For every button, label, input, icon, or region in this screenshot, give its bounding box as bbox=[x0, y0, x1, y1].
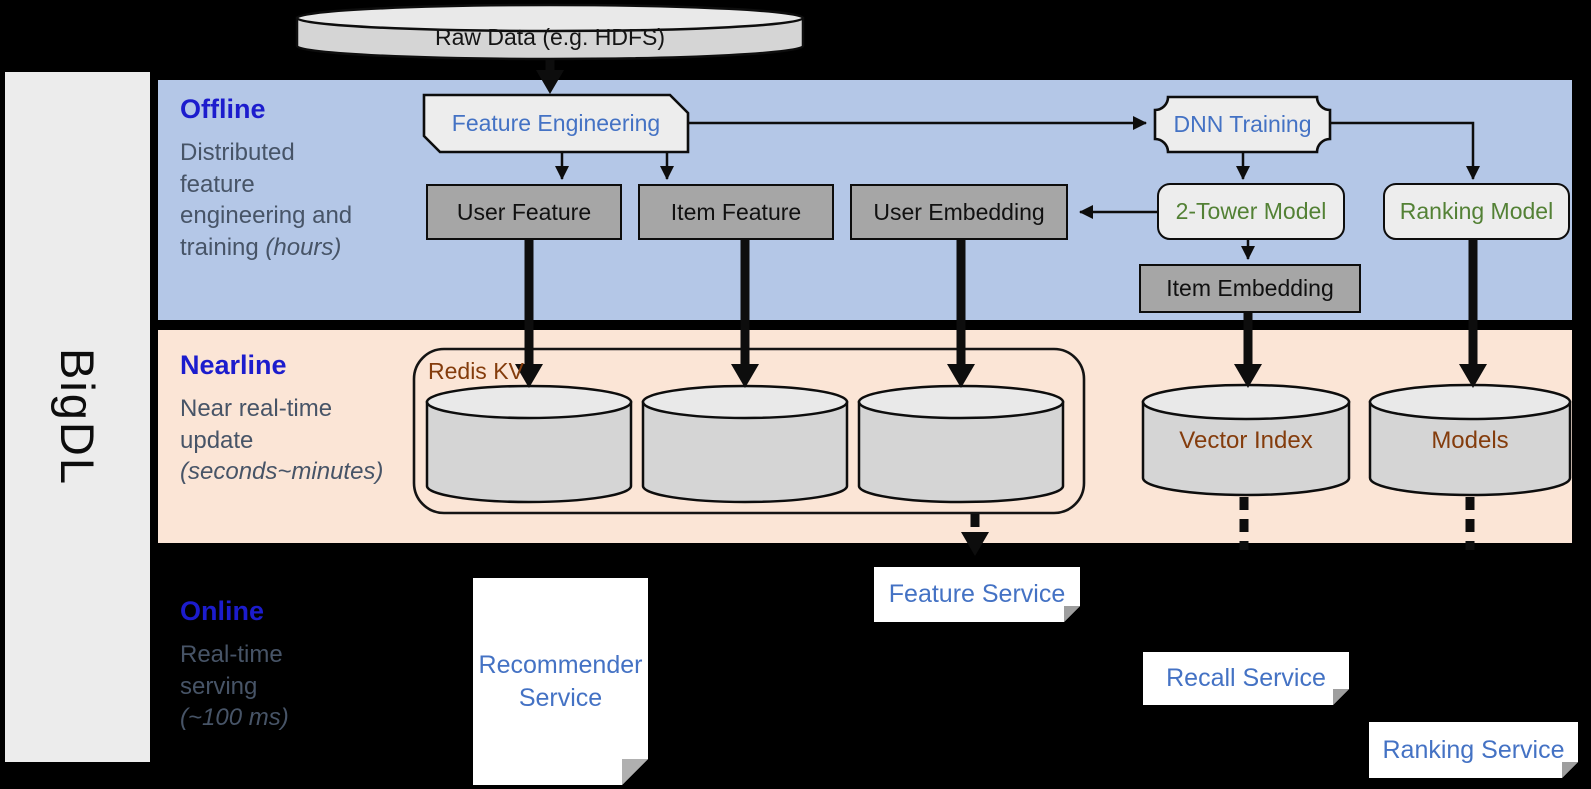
vector-index-cylinder bbox=[1141, 383, 1351, 497]
recall-service-box: Recall Service bbox=[1143, 652, 1349, 705]
bigdl-brand-bar: BigDL bbox=[5, 72, 150, 762]
dnn-training-node: DNN Training bbox=[1173, 111, 1312, 137]
nearline-description: Near real-time update (seconds~minutes) bbox=[180, 395, 384, 486]
user-embedding-node: User Embedding bbox=[850, 184, 1068, 240]
nearline-section-label: Nearline Near real-time update (seconds~… bbox=[180, 350, 390, 488]
item-feature-node: Item Feature bbox=[638, 184, 834, 240]
redis-kv-label: Redis KV bbox=[428, 357, 524, 384]
ranking-service-fold-wrap bbox=[1369, 722, 1578, 778]
offline-description: Distributed feature engineering and trai… bbox=[180, 139, 353, 262]
offline-section-label: Offline Distributed feature engineering … bbox=[180, 94, 370, 264]
user-feature-node: User Feature bbox=[426, 184, 622, 240]
ranking-model-node: Ranking Model bbox=[1383, 183, 1570, 240]
online-description: Real-time serving (~100 ms) bbox=[180, 641, 289, 732]
item-embedding-node: Item Embedding bbox=[1139, 264, 1361, 313]
redis-cylinder-3 bbox=[857, 384, 1065, 504]
nearline-title: Nearline bbox=[180, 350, 287, 380]
folded-corner-icon bbox=[622, 759, 648, 785]
two-tower-model-node: 2-Tower Model bbox=[1157, 183, 1345, 240]
models-label: Models bbox=[1431, 427, 1509, 454]
feature-service-fold-wrap bbox=[874, 567, 1080, 622]
arrow-dnn-training-to-ranking-model bbox=[1330, 121, 1480, 180]
feature-service-box: Feature Service bbox=[874, 567, 1080, 622]
vector-index-label: Vector Index bbox=[1179, 427, 1313, 454]
redis-cylinder-2 bbox=[641, 384, 849, 504]
raw-data-label: Raw Data (e.g. HDFS) bbox=[434, 23, 666, 50]
folded-corner-icon bbox=[1333, 689, 1349, 705]
dnn-training-shape bbox=[1153, 95, 1332, 154]
feature-engineering-node: Feature Engineering bbox=[451, 110, 661, 136]
folded-corner-icon bbox=[1064, 606, 1080, 622]
recommender-service-box: Recommender Service bbox=[473, 578, 648, 785]
folded-corner-icon bbox=[1562, 762, 1578, 778]
raw-data-cylinder bbox=[295, 3, 805, 61]
recommender-service-fold-wrap bbox=[473, 578, 648, 785]
online-section-label: Online Real-time serving (~100 ms) bbox=[180, 596, 315, 734]
models-cylinder bbox=[1368, 383, 1572, 497]
bigdl-logo-text: BigDL bbox=[51, 347, 104, 486]
feature-engineering-shape bbox=[422, 93, 690, 154]
online-title: Online bbox=[180, 596, 265, 626]
recall-service-fold-wrap bbox=[1143, 652, 1349, 705]
ranking-service-box: Ranking Service bbox=[1369, 722, 1578, 778]
offline-title: Offline bbox=[180, 94, 266, 124]
redis-cylinder-1 bbox=[425, 384, 633, 504]
